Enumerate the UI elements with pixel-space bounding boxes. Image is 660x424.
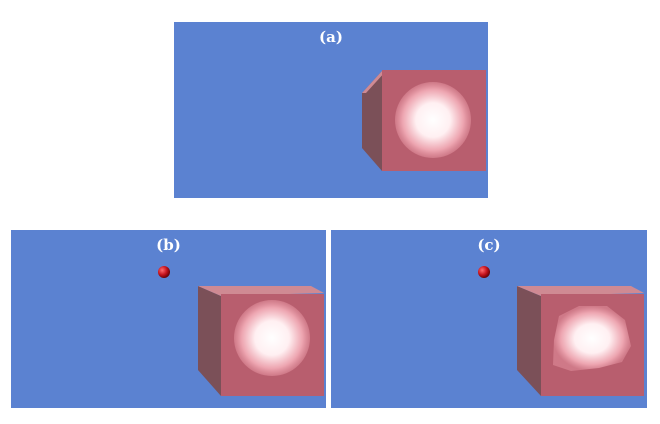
cube-top-face: [517, 286, 644, 296]
panel-c-scene: [331, 230, 647, 408]
panel-c: (c): [331, 230, 647, 408]
cube-side-face: [362, 71, 382, 171]
glowing-sphere: [395, 82, 471, 158]
cube-top-face: [198, 286, 324, 296]
panel-b-scene: [11, 230, 326, 408]
small-red-ball: [478, 266, 490, 278]
cube-side-face: [198, 286, 221, 396]
faceted-glowing-sphere: [553, 306, 631, 371]
panel-a-scene: [174, 22, 488, 198]
panel-c-label: (c): [477, 236, 501, 254]
panel-b: (b): [11, 230, 326, 408]
cube-top-edge: [362, 71, 386, 93]
glowing-sphere: [234, 300, 310, 376]
panel-b-label: (b): [156, 236, 181, 254]
small-red-ball: [158, 266, 170, 278]
cube-side-face: [517, 286, 541, 396]
panel-a-label: (a): [319, 28, 343, 46]
panel-a: (a): [174, 22, 488, 198]
